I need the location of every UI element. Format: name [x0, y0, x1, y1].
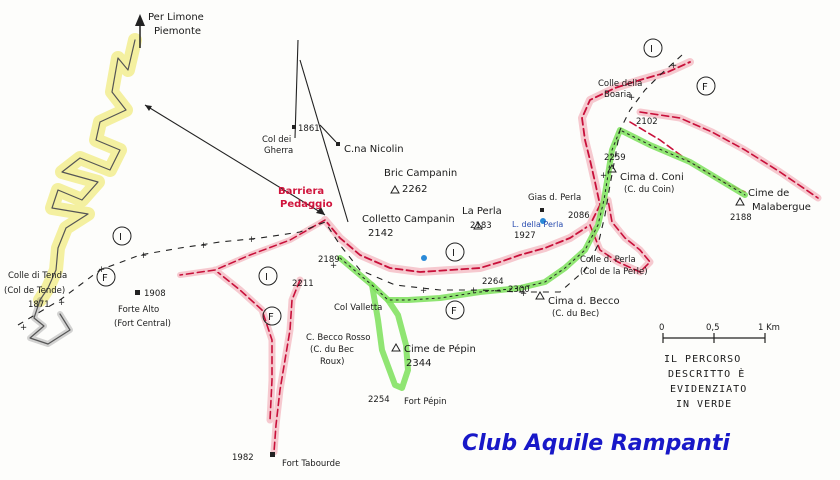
- border-crosses: + + + + + + + + + + + + +: [20, 61, 677, 333]
- svg-text:+: +: [200, 241, 207, 251]
- svg-text:+: +: [628, 93, 635, 103]
- legend-line-4: IN VERDE: [676, 399, 732, 410]
- label-fort-pepin: Fort Pépin: [404, 396, 447, 407]
- label-cima-becco-1: Cima d. Becco: [548, 296, 620, 307]
- mark-f-2: F: [268, 312, 274, 323]
- label-2102: 2102: [636, 117, 658, 127]
- north-label-1: Per Limone: [148, 12, 204, 23]
- legend-line-3: EVIDENZIATO: [670, 384, 747, 395]
- label-forte-alto-2: Forte Alto: [118, 305, 159, 315]
- label-2259: 2259: [604, 153, 626, 163]
- label-col-gherra-alt: 1861: [298, 124, 320, 134]
- label-forte-alto-1: 1908: [144, 289, 166, 299]
- label-2264: 2264: [482, 277, 504, 287]
- svg-text:+: +: [20, 323, 27, 333]
- svg-text:+: +: [330, 261, 337, 271]
- label-col-gherra-1: Col dei: [262, 135, 291, 145]
- mark-i-3: I: [452, 248, 455, 259]
- label-bric-campanin-1: Bric Campanin: [384, 168, 457, 179]
- red-roads: [177, 58, 822, 456]
- limone-road: [27, 33, 142, 347]
- label-2300: 2300: [508, 285, 530, 295]
- label-becco-rosso-3: Roux): [320, 357, 344, 367]
- green-route: [337, 127, 748, 391]
- label-malabergue-1: Cime de: [748, 188, 789, 199]
- svg-text:+: +: [420, 286, 427, 296]
- label-bric-campanin-2: 2262: [402, 184, 427, 195]
- label-colle-boaria-2: Boaria: [604, 90, 631, 100]
- legend-line-1: IL PERCORSO: [664, 354, 741, 365]
- label-colle-perla-2: (Col de la Perle): [580, 267, 648, 277]
- scale-one: 1 Km: [758, 323, 780, 333]
- label-cime-pepin-2: 2344: [406, 358, 431, 369]
- label-colletto-campanin-2: 2142: [368, 228, 393, 239]
- north-arrow: [135, 14, 145, 48]
- label-2189: 2189: [318, 255, 340, 265]
- mark-i-2: I: [265, 272, 268, 283]
- label-colle-tenda-1: Colle di Tenda: [8, 271, 67, 281]
- label-colle-tenda-3: 1871: [28, 300, 50, 310]
- label-cima-coni-1: Cima d. Coni: [620, 172, 684, 183]
- label-colle-tenda-2: (Col de Tende): [4, 286, 65, 296]
- label-cna-nicolin: C.na Nicolin: [344, 144, 404, 155]
- mark-f-3: F: [451, 306, 457, 317]
- label-2188: 2188: [730, 213, 752, 223]
- mark-i-1: I: [119, 232, 122, 243]
- label-fort-pepin-alt: 2254: [368, 395, 390, 405]
- mark-i-4: I: [650, 44, 653, 55]
- label-cima-becco-2: (C. du Bec): [552, 309, 599, 319]
- scale-half: 0,5: [706, 323, 720, 333]
- label-gias-perla: Gias d. Perla: [528, 193, 581, 203]
- label-col-valletta: Col Valletta: [334, 303, 382, 313]
- label-cima-coni-2: (C. du Coin): [624, 185, 674, 195]
- mark-f-4: F: [702, 82, 708, 93]
- scale-zero: 0: [659, 323, 664, 333]
- svg-text:+: +: [98, 265, 105, 275]
- label-malabergue-2: Malabergue: [752, 202, 811, 213]
- point-symbols: [135, 125, 745, 457]
- svg-text:+: +: [248, 235, 255, 245]
- label-colletto-campanin-1: Colletto Campanin: [362, 214, 455, 225]
- label-colle-perla-1: Colle d. Perla: [580, 255, 636, 265]
- svg-text:+: +: [140, 251, 147, 261]
- label-becco-rosso-2: (C. du Bec: [310, 345, 354, 355]
- label-la-perla-2: 2183: [470, 221, 492, 231]
- label-tabourde: Fort Tabourde: [282, 459, 340, 469]
- label-lago-perla: L. della Perla: [512, 220, 563, 229]
- legend-line-2: DESCRITTO È: [668, 367, 745, 380]
- scale-bar: [662, 333, 766, 343]
- svg-text:+: +: [600, 171, 607, 181]
- credit-text: Club Aquile Rampanti: [462, 431, 730, 456]
- label-2086: 2086: [568, 211, 590, 221]
- label-becco-rosso-1: C. Becco Rosso: [306, 333, 370, 343]
- label-la-perla-1: La Perla: [462, 206, 502, 217]
- svg-text:+: +: [470, 286, 477, 296]
- svg-text:+: +: [670, 61, 677, 71]
- border-line: [17, 54, 683, 326]
- label-barriera-2: Pedaggio: [280, 199, 333, 210]
- label-2211: 2211: [292, 279, 314, 289]
- label-cime-pepin-1: Cime de Pépin: [404, 343, 476, 355]
- leader-arrowhead: [145, 105, 152, 111]
- label-lago-perla-alt: 1927: [514, 231, 536, 241]
- leader-arrowhead-2: [316, 207, 325, 215]
- svg-text:+: +: [520, 289, 527, 299]
- mark-f-1: F: [102, 273, 108, 284]
- label-tabourde-alt: 1982: [232, 453, 254, 463]
- svg-text:+: +: [58, 298, 65, 308]
- label-colle-boaria-1: Colle della: [598, 79, 642, 89]
- label-forte-alto-3: (Fort Central): [114, 319, 171, 329]
- label-col-gherra-2: Gherra: [264, 146, 293, 156]
- region-marks: [96, 38, 716, 326]
- leader-lines: [144, 39, 349, 223]
- label-barriera-1: Barriera: [278, 186, 324, 197]
- north-label-2: Piemonte: [154, 26, 201, 37]
